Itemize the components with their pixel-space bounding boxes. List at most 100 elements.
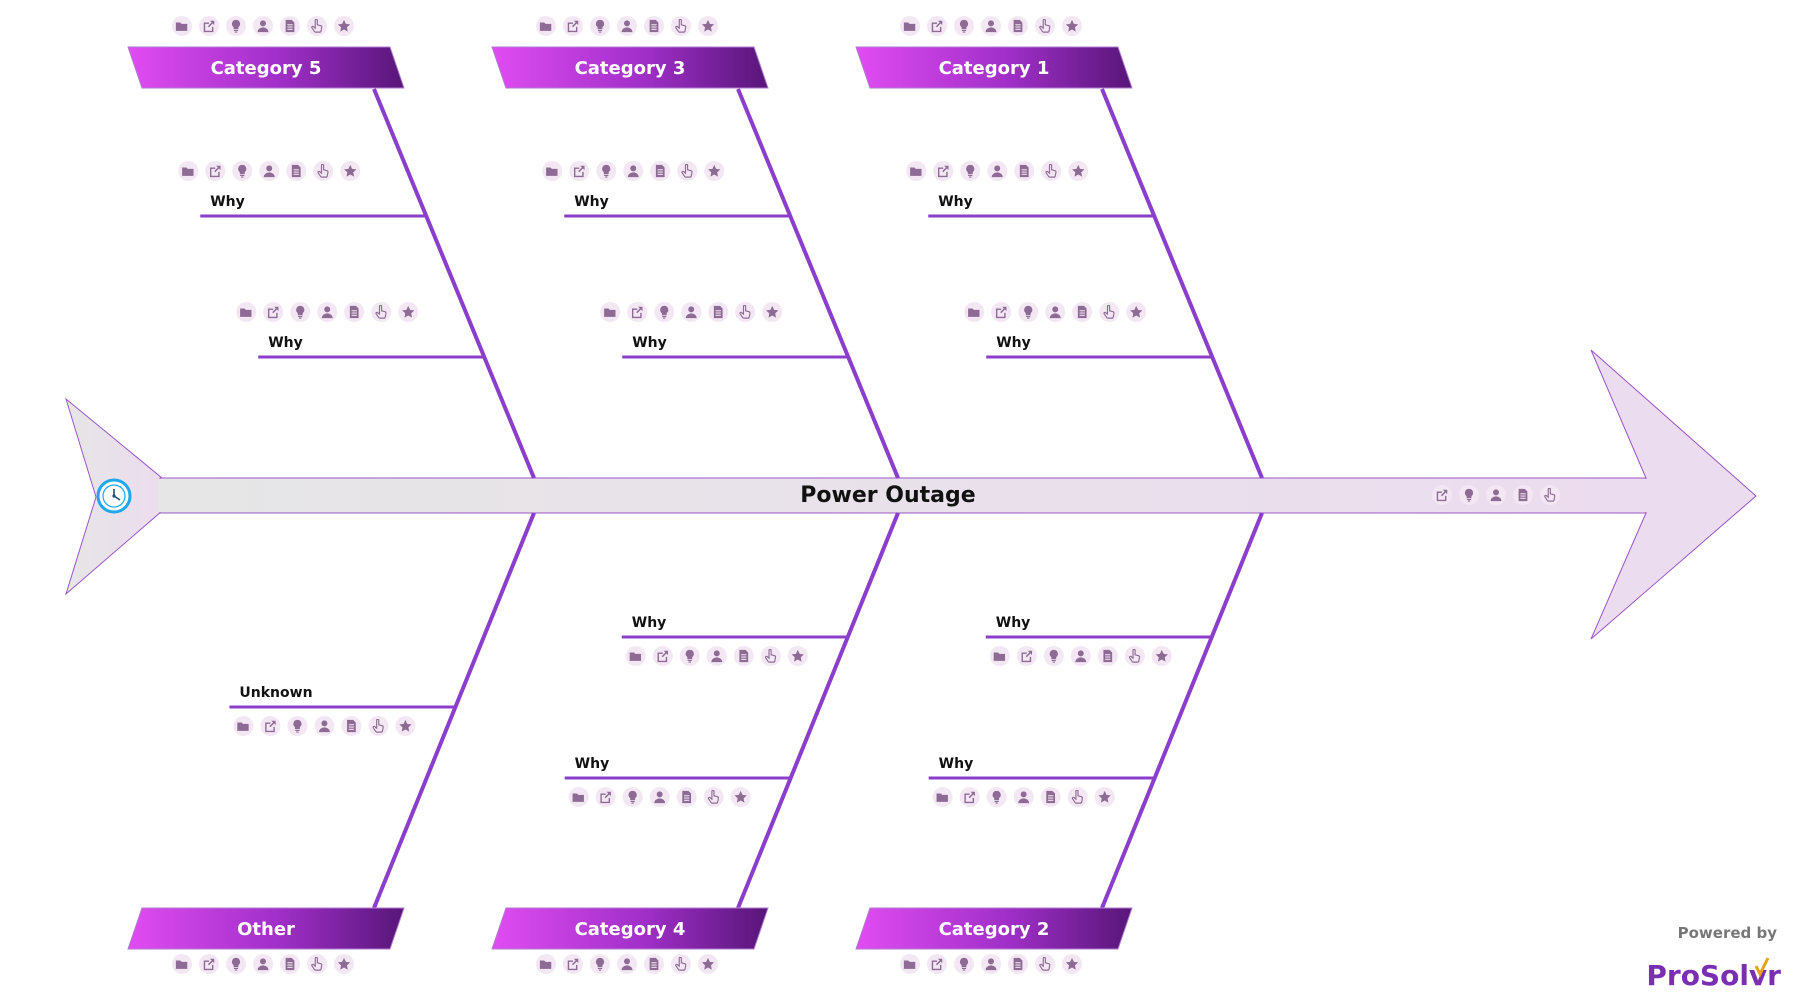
document-icon[interactable]: [644, 16, 664, 36]
cause-branch[interactable]: Why: [985, 615, 1212, 666]
user-icon[interactable]: [1486, 485, 1506, 505]
user-icon[interactable]: [617, 16, 637, 36]
cause-branch[interactable]: Why: [964, 302, 1213, 359]
external-link-icon[interactable]: [927, 16, 947, 36]
hand-pointer-icon[interactable]: [703, 787, 724, 807]
user-icon[interactable]: [617, 954, 637, 974]
external-link-icon[interactable]: [569, 161, 590, 181]
category-header[interactable]: Category 5: [127, 46, 405, 89]
folder-icon[interactable]: [178, 161, 199, 181]
category-header[interactable]: Category 2: [855, 907, 1133, 950]
document-icon[interactable]: [733, 646, 754, 666]
star-icon[interactable]: [334, 954, 354, 974]
document-icon[interactable]: [1008, 16, 1028, 36]
external-link-icon[interactable]: [933, 161, 954, 181]
document-icon[interactable]: [341, 716, 362, 736]
document-icon[interactable]: [644, 954, 664, 974]
cause-label[interactable]: Why: [996, 615, 1031, 631]
external-link-icon[interactable]: [927, 954, 947, 974]
folder-icon[interactable]: [932, 787, 953, 807]
document-icon[interactable]: [650, 161, 671, 181]
cause-label[interactable]: Why: [632, 335, 667, 351]
hand-pointer-icon[interactable]: [1035, 954, 1055, 974]
external-link-icon[interactable]: [1016, 646, 1037, 666]
document-icon[interactable]: [1008, 954, 1028, 974]
lightbulb-icon[interactable]: [960, 161, 981, 181]
star-icon[interactable]: [1094, 787, 1115, 807]
external-link-icon[interactable]: [595, 787, 616, 807]
folder-icon[interactable]: [233, 716, 254, 736]
user-icon[interactable]: [317, 302, 338, 322]
cause-branch[interactable]: Why: [236, 302, 485, 359]
hand-pointer-icon[interactable]: [1067, 787, 1088, 807]
folder-icon[interactable]: [964, 302, 985, 322]
document-icon[interactable]: [280, 16, 300, 36]
user-icon[interactable]: [259, 161, 280, 181]
external-link-icon[interactable]: [652, 646, 673, 666]
lightbulb-icon[interactable]: [954, 16, 974, 36]
external-link-icon[interactable]: [263, 302, 284, 322]
user-icon[interactable]: [1045, 302, 1066, 322]
external-link-icon[interactable]: [959, 787, 980, 807]
document-icon[interactable]: [1072, 302, 1093, 322]
document-icon[interactable]: [286, 161, 307, 181]
cause-label[interactable]: Why: [996, 335, 1031, 351]
star-icon[interactable]: [1062, 954, 1082, 974]
star-icon[interactable]: [704, 161, 725, 181]
external-link-icon[interactable]: [563, 954, 583, 974]
cause-branch[interactable]: Why: [542, 161, 791, 218]
hand-pointer-icon[interactable]: [1540, 485, 1560, 505]
user-icon[interactable]: [623, 161, 644, 181]
star-icon[interactable]: [1068, 161, 1089, 181]
cause-label[interactable]: Why: [938, 194, 973, 210]
hand-pointer-icon[interactable]: [760, 646, 781, 666]
user-icon[interactable]: [314, 716, 335, 736]
document-icon[interactable]: [676, 787, 697, 807]
external-link-icon[interactable]: [1432, 485, 1452, 505]
document-icon[interactable]: [280, 954, 300, 974]
star-icon[interactable]: [698, 954, 718, 974]
cause-label[interactable]: Why: [575, 756, 610, 772]
hand-pointer-icon[interactable]: [677, 161, 698, 181]
lightbulb-icon[interactable]: [1043, 646, 1064, 666]
lightbulb-icon[interactable]: [590, 954, 610, 974]
hand-pointer-icon[interactable]: [307, 954, 327, 974]
lightbulb-icon[interactable]: [232, 161, 253, 181]
user-icon[interactable]: [1013, 787, 1034, 807]
lightbulb-icon[interactable]: [1018, 302, 1039, 322]
clock-icon[interactable]: [96, 478, 132, 514]
lightbulb-icon[interactable]: [622, 787, 643, 807]
document-icon[interactable]: [1014, 161, 1035, 181]
star-icon[interactable]: [1062, 16, 1082, 36]
cause-label[interactable]: Why: [574, 194, 609, 210]
folder-icon[interactable]: [625, 646, 646, 666]
lightbulb-icon[interactable]: [954, 954, 974, 974]
hand-pointer-icon[interactable]: [371, 302, 392, 322]
hand-pointer-icon[interactable]: [1041, 161, 1062, 181]
lightbulb-icon[interactable]: [986, 787, 1007, 807]
cause-label[interactable]: Why: [268, 335, 303, 351]
folder-icon[interactable]: [600, 302, 621, 322]
cause-label[interactable]: Why: [632, 615, 667, 631]
star-icon[interactable]: [395, 716, 416, 736]
external-link-icon[interactable]: [991, 302, 1012, 322]
star-icon[interactable]: [398, 302, 419, 322]
external-link-icon[interactable]: [563, 16, 583, 36]
cause-branch[interactable]: Why: [178, 161, 427, 218]
external-link-icon[interactable]: [199, 16, 219, 36]
cause-label[interactable]: Why: [210, 194, 245, 210]
category-header[interactable]: Category 4: [491, 907, 769, 950]
hand-pointer-icon[interactable]: [671, 954, 691, 974]
external-link-icon[interactable]: [205, 161, 226, 181]
folder-icon[interactable]: [989, 646, 1010, 666]
folder-icon[interactable]: [568, 787, 589, 807]
star-icon[interactable]: [698, 16, 718, 36]
user-icon[interactable]: [681, 302, 702, 322]
problem-title[interactable]: Power Outage: [800, 483, 975, 508]
cause-label[interactable]: Why: [939, 756, 974, 772]
cause-branch[interactable]: Unknown: [229, 685, 456, 736]
star-icon[interactable]: [730, 787, 751, 807]
user-icon[interactable]: [987, 161, 1008, 181]
star-icon[interactable]: [1151, 646, 1172, 666]
hand-pointer-icon[interactable]: [313, 161, 334, 181]
